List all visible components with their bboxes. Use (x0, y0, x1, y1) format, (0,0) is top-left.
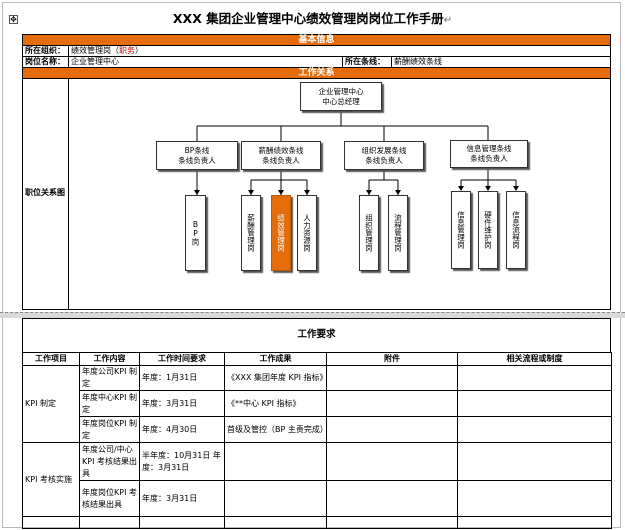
org-box-center-gm-line2: 中心总经理 (322, 96, 360, 106)
cell-attachment (326, 416, 458, 443)
cell-time: 年度：4月30日 (139, 416, 225, 443)
org-leaf-hr-resource: 人力资源岗 (297, 195, 317, 271)
requirements-table: 工作项目 工作内容 工作时间要求 工作成果 附件 相关流程或制度 KPI 制定 … (22, 352, 612, 529)
requirements-title: 工作要求 (297, 329, 336, 340)
requirements-title-cell: 工作要求 (22, 318, 611, 352)
org-box-info-line1: 信息管理条线 (466, 144, 512, 153)
cell-process (457, 365, 612, 391)
page-break-gap (0, 312, 625, 318)
cell-time: 年度：3月31日 (139, 390, 225, 417)
cell-result (224, 480, 327, 517)
org-box-orgdev-line1: 组织发展条线 (361, 145, 407, 155)
org-box-info-line2: 条线负责人 (470, 154, 508, 163)
table-row (22, 516, 612, 529)
org-chart-connectors (194, 111, 519, 195)
table-row: 年度岗位KPI 考核结果出具 年度：3月31日 (23, 480, 612, 517)
header-time-req: 工作时间要求 (139, 352, 225, 366)
org-value-end: ） (135, 46, 143, 55)
table-row: KPI 制定 年度公司KPI 制定 年度：1月31日 《XXX 集团年度 KPI… (22, 365, 612, 443)
relations-bar: 工作关系 (22, 67, 611, 79)
cell-item (22, 516, 80, 529)
cell-item: KPI 制定 (22, 365, 80, 443)
cell-process (457, 416, 612, 443)
org-chart-area (68, 78, 611, 310)
org-value-highlight: 职务 (119, 46, 135, 55)
cell-content: 年度公司/中心 KPI 考核结果出具 (79, 442, 140, 481)
table-row: KPI 考核实施 年度公司/中心 KPI 考核结果出具 半年度：10月31日 年… (22, 442, 612, 517)
org-leaf-salary: 薪酬管理岗 (241, 195, 261, 271)
document-title-text: XXX 集团企业管理中心绩效管理岗岗位工作手册 (172, 11, 444, 26)
org-leaf-info-flow: 信息流程岗 (506, 191, 526, 269)
org-value-text: 绩效管理岗（ (71, 46, 119, 55)
cell-process (457, 516, 612, 529)
org-box-bp-line1: BP条线 (184, 145, 210, 155)
cell-process (457, 390, 612, 417)
header-work-content: 工作内容 (79, 352, 140, 366)
cell-content: 年度公司KPI 制定 (79, 365, 140, 391)
table-row: 年度岗位KPI 制定 年度：4月30日 首级及管控（BP 主责完成） (23, 416, 612, 443)
cell-result: 《XXX 集团年度 KPI 指标》 (224, 365, 327, 391)
cell-attachment (326, 365, 458, 391)
cell-content: 年度中心KPI 制定 (79, 390, 140, 417)
cell-process (457, 480, 612, 517)
org-leaf-hardware: 硬件维护岗 (478, 191, 498, 269)
header-process: 相关流程或制度 (457, 352, 612, 366)
org-box-salary-line1: 薪酬绩效条线 (258, 145, 304, 155)
org-box-salary-line2: 条线负责人 (262, 155, 300, 165)
org-box-salary-line: 薪酬绩效条线 条线负责人 (241, 141, 321, 170)
cell-result: 《**中心 KPI 指标》 (224, 390, 327, 417)
cell-content: 年度岗位KPI 制定 (79, 416, 140, 443)
org-box-bp-line: BP条线 条线负责人 (156, 141, 238, 170)
org-leaf-bp: BP岗 (185, 195, 206, 271)
cell-result (224, 442, 327, 481)
org-leaf-org: 组织管理岗 (359, 195, 379, 271)
org-leaf-info: 信息管理岗 (451, 191, 471, 269)
org-box-center-gm-line1: 企业管理中心 (318, 86, 364, 96)
paragraph-mark-icon: ↵ (443, 15, 453, 26)
cell-attachment (326, 442, 458, 481)
cell-time: 半年度：10月31日 年度：3月31日 (139, 442, 225, 481)
cell-item: KPI 考核实施 (22, 442, 80, 517)
cell-attachment (326, 516, 458, 529)
table-move-handle-icon[interactable]: ✥ (9, 15, 18, 24)
header-attachment: 附件 (326, 352, 458, 366)
cell-time: 年度：3月31日 (139, 480, 225, 517)
cell-attachment (326, 480, 458, 517)
header-work-item: 工作项目 (22, 352, 80, 366)
header-result: 工作成果 (224, 352, 327, 366)
document-title: XXX 集团企业管理中心绩效管理岗岗位工作手册↵ (0, 8, 625, 27)
org-leaf-process: 流程管理岗 (388, 195, 408, 271)
org-box-bp-line2: 条线负责人 (178, 155, 216, 165)
org-leaf-performance-highlighted: 绩效管理岗 (271, 195, 291, 271)
org-box-orgdev-line2: 条线负责人 (365, 155, 403, 165)
table-row: 年度中心KPI 制定 年度：3月31日 《**中心 KPI 指标》 (23, 390, 612, 417)
cell-time (139, 516, 225, 529)
cell-content: 年度岗位KPI 考核结果出具 (79, 480, 140, 517)
cell-process (457, 442, 612, 481)
cell-time: 年度：1月31日 (139, 365, 225, 391)
cell-result (224, 516, 327, 529)
org-box-orgdev-line: 组织发展条线 条线负责人 (344, 141, 424, 170)
relations-row-label: 职位关系图 (25, 188, 65, 197)
cell-result: 首级及管控（BP 主责完成） (224, 416, 327, 443)
requirements-header-row: 工作项目 工作内容 工作时间要求 工作成果 附件 相关流程或制度 (22, 352, 612, 366)
org-box-info-line: 信息管理条线 条线负责人 (450, 140, 528, 168)
cell-attachment (326, 390, 458, 417)
cell-content (79, 516, 140, 529)
org-box-center-gm: 企业管理中心 中心总经理 (300, 82, 382, 111)
